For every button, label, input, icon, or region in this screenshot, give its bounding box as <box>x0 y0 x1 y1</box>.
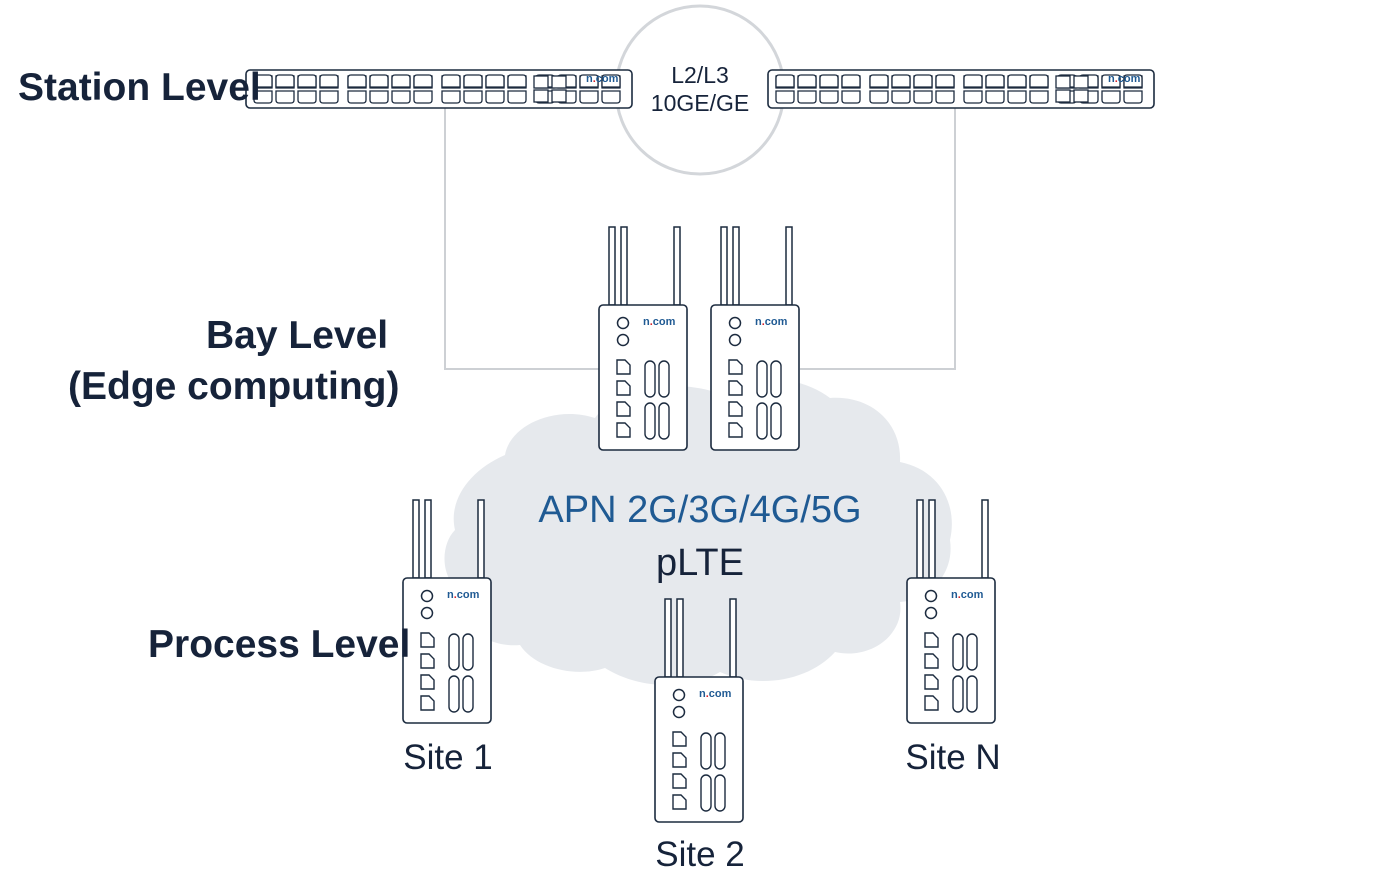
process-device-site-1: n.com <box>402 499 492 724</box>
process-device-site-1-logo: n.com <box>447 589 480 601</box>
bay-device-2-logo: n.com <box>755 316 788 328</box>
network-apn-label: APN 2G/3G/4G/5G <box>538 489 862 531</box>
network-plte-label: pLTE <box>655 542 744 584</box>
process-device-site-2: n.com <box>654 598 744 823</box>
level-label-station: Station Level <box>18 66 261 109</box>
site-label-2: Site 2 <box>655 835 745 874</box>
station-switch-left-logo: n.com <box>586 73 619 85</box>
level-label-bay: Bay Level <box>206 314 389 357</box>
level-label-process: Process Level <box>148 623 411 666</box>
cloud-shape <box>444 378 952 686</box>
uplink-left <box>444 108 600 370</box>
station-switch-right-logo: n.com <box>1108 73 1141 85</box>
bay-device-1-logo: n.com <box>643 316 676 328</box>
process-device-site-n: n.com <box>906 499 996 724</box>
process-device-site-2-logo: n.com <box>699 688 732 700</box>
station-switch-left: n.com <box>245 69 633 109</box>
process-device-site-n-logo: n.com <box>951 589 984 601</box>
level-label-bay-subtitle: (Edge computing) <box>68 365 400 408</box>
uplink-right <box>800 108 956 370</box>
bay-device-2: n.com <box>710 226 800 451</box>
station-switch-right: n.com <box>767 69 1155 109</box>
site-label-1: Site 1 <box>403 738 493 777</box>
site-label-n: Site N <box>905 738 1001 777</box>
ring-label-line1: L2/L3 <box>671 62 729 88</box>
ring-label-line2: 10GE/GE <box>650 90 750 116</box>
bay-device-1: n.com <box>598 226 688 451</box>
uplink-lines <box>444 108 956 370</box>
